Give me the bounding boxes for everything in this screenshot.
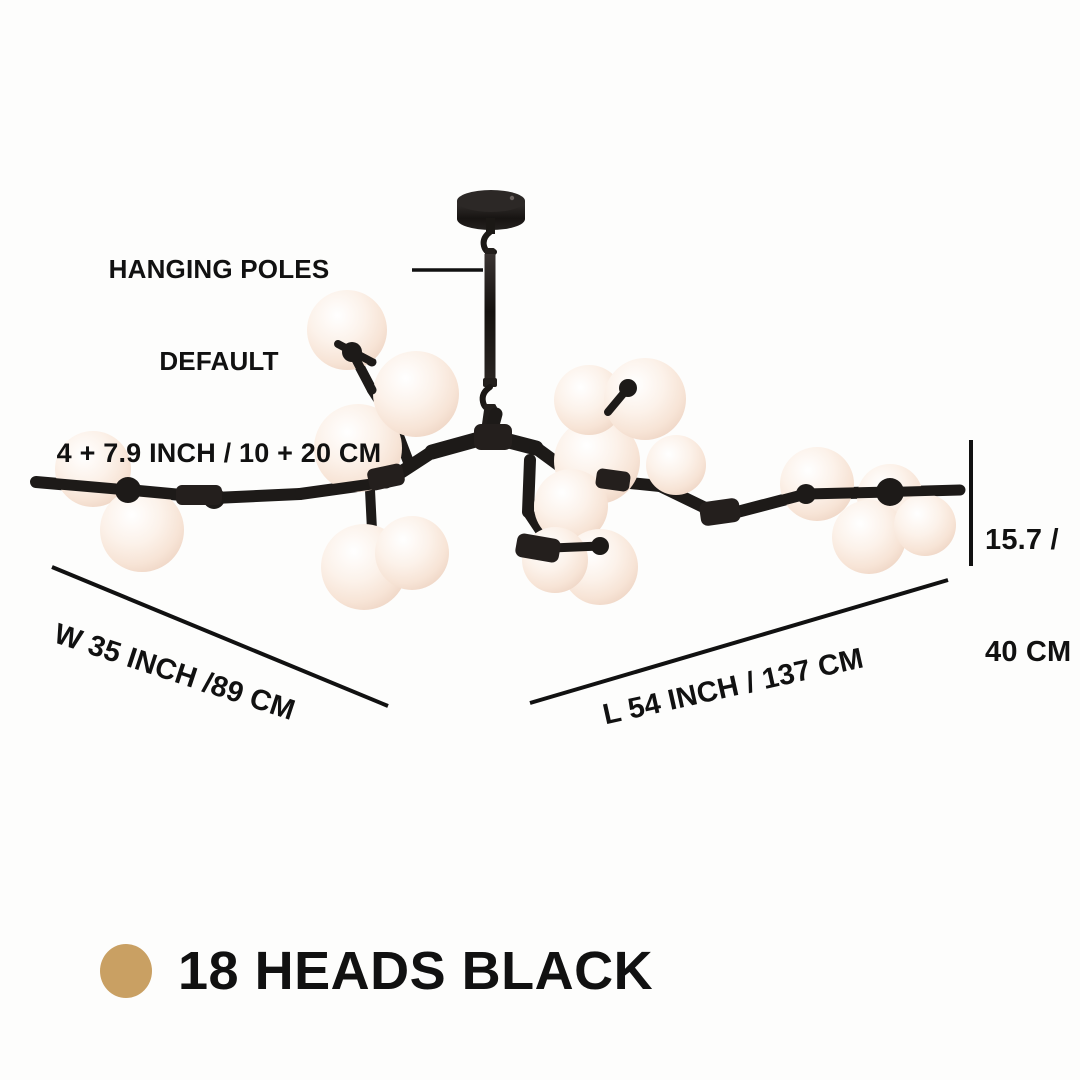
globe-11 [534,469,608,543]
height-dimension-label: 15.7 / 40 CM [985,448,1080,745]
height-label-line-1: 15.7 / [985,524,1059,557]
hanging-poles-line-1: HANGING POLES [108,254,330,285]
hanging-poles-line-3: 4 + 7.9 INCH / 10 + 20 CM [56,438,382,469]
hanging-poles-line-2: DEFAULT [159,346,279,377]
globe-14 [646,435,706,495]
ceiling-canopy [457,190,525,230]
fixture-armature-front [30,340,965,563]
hanging-pole [479,218,500,438]
globe-10 [604,358,686,440]
color-swatch-icon [100,944,152,998]
globe-17 [832,500,906,574]
globe-5 [373,351,459,437]
globe-7 [375,516,449,590]
hanging-poles-callout: HANGING POLES DEFAULT 4 + 7.9 INCH / 10 … [24,193,414,532]
globe-2 [100,488,184,572]
globe-4 [307,290,387,370]
globe-15 [780,447,854,521]
globe-9 [554,365,624,435]
caption-label: 18 HEADS BLACK [178,941,654,1001]
product-caption: 18 HEADS BLACK [100,940,653,1002]
height-label-line-2: 40 CM [985,635,1072,668]
globe-18 [894,494,956,556]
